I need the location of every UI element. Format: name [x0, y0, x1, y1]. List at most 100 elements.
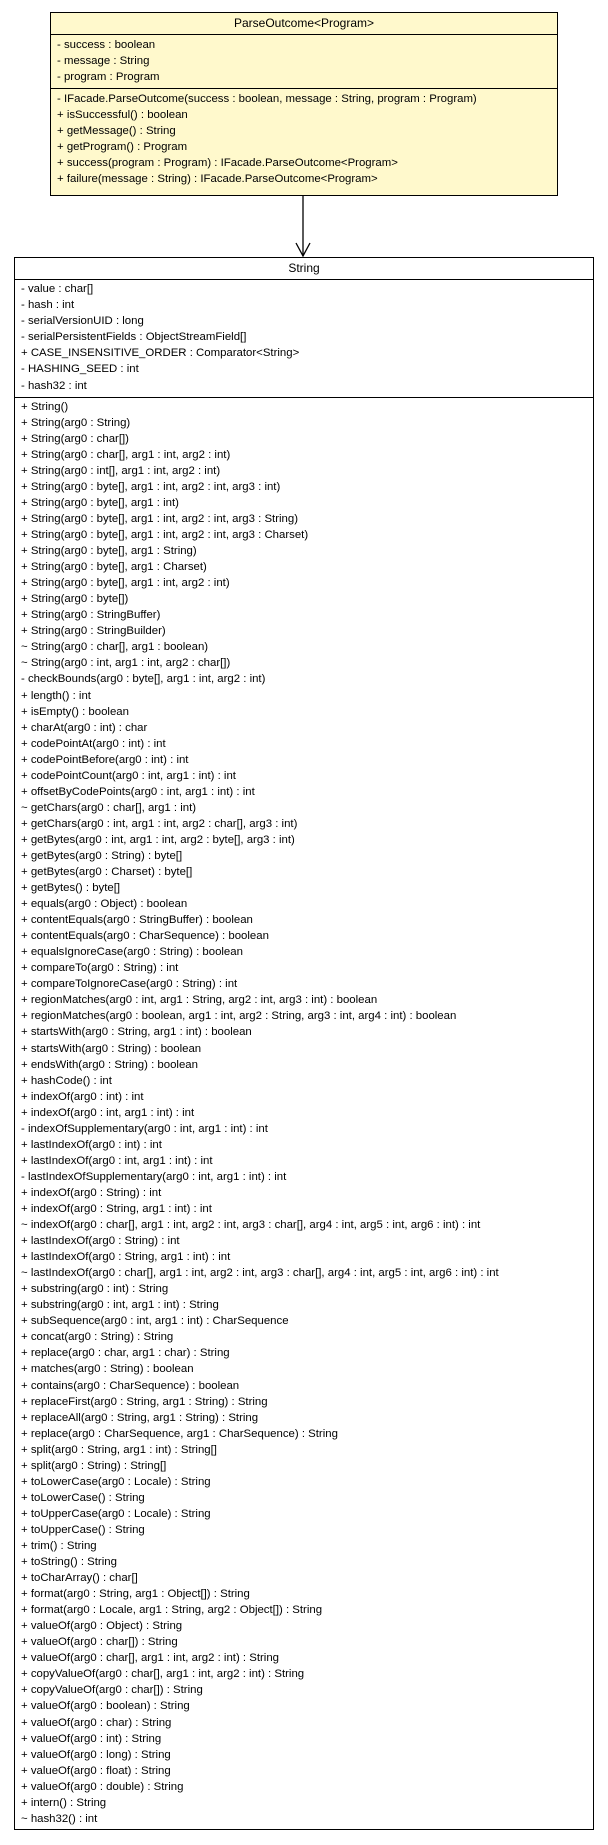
method-member: + String(arg0 : char[], arg1 : int, arg2…	[21, 448, 231, 461]
fields-compartment: - success : boolean- message : String- p…	[51, 35, 557, 89]
method-member: + compareTo(arg0 : String) : int	[21, 962, 179, 975]
method-member: + lastIndexOf(arg0 : int) : int	[21, 1138, 162, 1151]
field-member: - serialPersistentFields : ObjectStreamF…	[21, 331, 247, 344]
method-member: + valueOf(arg0 : long) : String	[21, 1748, 171, 1761]
method-member: ~ getChars(arg0 : char[], arg1 : int)	[21, 801, 197, 814]
method-member: + String(arg0 : char[])	[21, 432, 129, 445]
method-member: + String(arg0 : byte[], arg1 : int, arg2…	[21, 512, 298, 525]
method-member: + valueOf(arg0 : float) : String	[21, 1764, 171, 1777]
method-member: + String(arg0 : byte[], arg1 : String)	[21, 545, 197, 558]
method-member: + copyValueOf(arg0 : char[], arg1 : int,…	[21, 1668, 305, 1681]
method-member: + contentEquals(arg0 : CharSequence) : b…	[21, 930, 269, 943]
method-member: + indexOf(arg0 : String, arg1 : int) : i…	[21, 1203, 212, 1215]
method-member: + format(arg0 : String, arg1 : Object[])…	[21, 1588, 250, 1601]
method-member: - IFacade.ParseOutcome(success : boolean…	[57, 93, 477, 105]
method-member: + success(program : Program) : IFacade.P…	[57, 157, 398, 169]
method-member: + codePointAt(arg0 : int) : int	[21, 737, 166, 750]
method-member: + length() : int	[21, 689, 91, 702]
field-member: - hash : int	[21, 299, 75, 312]
method-member: - checkBounds(arg0 : byte[], arg1 : int,…	[21, 673, 266, 686]
method-member: + startsWith(arg0 : String) : boolean	[21, 1042, 202, 1055]
method-member: + charAt(arg0 : int) : char	[21, 721, 148, 734]
field-member: + CASE_INSENSITIVE_ORDER : Comparator<St…	[21, 347, 300, 360]
method-member: + intern() : String	[21, 1796, 107, 1809]
method-member: + String(arg0 : byte[], arg1 : int)	[21, 496, 179, 509]
field-member: - value : char[]	[21, 283, 94, 295]
method-member: + regionMatches(arg0 : boolean, arg1 : i…	[21, 1010, 457, 1023]
method-member: + String(arg0 : StringBuilder)	[21, 625, 166, 638]
method-member: + contentEquals(arg0 : StringBuffer) : b…	[21, 914, 253, 927]
method-member: + substring(arg0 : int, arg1 : int) : St…	[21, 1299, 219, 1312]
method-member: + getProgram() : Program	[57, 141, 188, 153]
method-member: + indexOf(arg0 : int, arg1 : int) : int	[21, 1106, 195, 1119]
method-member: + indexOf(arg0 : String) : int	[21, 1186, 162, 1199]
method-member: + failure(message : String) : IFacade.Pa…	[57, 173, 378, 185]
method-member: + codePointCount(arg0 : int, arg1 : int)…	[21, 769, 236, 782]
method-member: + valueOf(arg0 : boolean) : String	[21, 1700, 190, 1713]
method-member: + indexOf(arg0 : int) : int	[21, 1090, 144, 1103]
method-member: + valueOf(arg0 : int) : String	[21, 1732, 162, 1745]
method-member: + toUpperCase() : String	[21, 1523, 145, 1536]
method-member: ~ String(arg0 : int, arg1 : int, arg2 : …	[21, 657, 231, 670]
field-member: - hash32 : int	[21, 379, 87, 392]
methods-compartment: - IFacade.ParseOutcome(success : boolean…	[51, 89, 557, 190]
method-member: + valueOf(arg0 : char) : String	[21, 1716, 172, 1729]
method-member: ~ String(arg0 : char[], arg1 : boolean)	[21, 641, 209, 654]
method-member: + lastIndexOf(arg0 : String, arg1 : int)…	[21, 1251, 231, 1264]
method-member: + endsWith(arg0 : String) : boolean	[21, 1058, 198, 1071]
method-member: + String(arg0 : byte[], arg1 : int, arg2…	[21, 577, 230, 590]
method-member: + valueOf(arg0 : double) : String	[21, 1780, 184, 1793]
method-member: + replaceAll(arg0 : String, arg1 : Strin…	[21, 1411, 259, 1424]
method-member: - indexOfSupplementary(arg0 : int, arg1 …	[21, 1122, 268, 1135]
methods-compartment: + String() + String(arg0 : String) + Strin…	[15, 398, 593, 1830]
method-member: + isEmpty() : boolean	[21, 705, 129, 718]
method-member: + String(arg0 : String)	[21, 416, 131, 429]
field-member: - success : boolean	[57, 39, 156, 51]
method-member: + getBytes(arg0 : String) : byte[]	[21, 849, 183, 862]
method-member: + String(arg0 : byte[])	[21, 593, 129, 606]
method-member: + replace(arg0 : CharSequence, arg1 : Ch…	[21, 1427, 338, 1440]
method-member: ~ lastIndexOf(arg0 : char[], arg1 : int,…	[21, 1267, 499, 1280]
method-member: + toLowerCase(arg0 : Locale) : String	[21, 1475, 211, 1488]
method-member: + equals(arg0 : Object) : boolean	[21, 898, 188, 911]
method-member: + split(arg0 : String, arg1 : int) : Str…	[21, 1443, 217, 1456]
method-member: + String(arg0 : byte[], arg1 : int, arg2…	[21, 480, 281, 493]
method-member: + matches(arg0 : String) : boolean	[21, 1363, 194, 1376]
method-member: + regionMatches(arg0 : int, arg1 : Strin…	[21, 994, 378, 1007]
method-member: + lastIndexOf(arg0 : String) : int	[21, 1235, 180, 1248]
fields-compartment: - value : char[] - hash : int - serialVers…	[15, 280, 593, 398]
method-member: + hashCode() : int	[21, 1074, 112, 1087]
method-member: + String(arg0 : byte[], arg1 : int, arg2…	[21, 529, 309, 542]
method-member: + getChars(arg0 : int, arg1 : int, arg2 …	[21, 817, 298, 830]
method-member: + codePointBefore(arg0 : int) : int	[21, 753, 189, 766]
method-member: ~ hash32() : int	[21, 1812, 98, 1825]
method-member: + String(arg0 : StringBuffer)	[21, 609, 161, 622]
method-member: + String(arg0 : int[], arg1 : int, arg2 …	[21, 464, 221, 477]
method-member: + String()	[21, 400, 69, 413]
method-member: + getBytes(arg0 : Charset) : byte[]	[21, 866, 193, 879]
parse-outcome-class-box[interactable]: ParseOutcome<Program> - success : boolea…	[50, 12, 558, 196]
method-member: + valueOf(arg0 : Object) : String	[21, 1620, 183, 1633]
method-member: + lastIndexOf(arg0 : int, arg1 : int) : …	[21, 1154, 213, 1167]
method-member: + getBytes() : byte[]	[21, 882, 121, 895]
method-member: + concat(arg0 : String) : String	[21, 1331, 174, 1344]
association-arrow	[295, 196, 311, 258]
method-member: + subSequence(arg0 : int, arg1 : int) : …	[21, 1315, 289, 1328]
method-member: + isSuccessful() : boolean	[57, 109, 188, 121]
string-class-box[interactable]: String - value : char[]- hash : int- ser…	[14, 257, 594, 1830]
method-member: + valueOf(arg0 : char[], arg1 : int, arg…	[21, 1652, 279, 1665]
field-member: - serialVersionUID : long	[21, 315, 144, 328]
method-member: + getBytes(arg0 : int, arg1 : int, arg2 …	[21, 833, 295, 846]
method-member: + copyValueOf(arg0 : char[]) : String	[21, 1684, 203, 1697]
method-member: + compareToIgnoreCase(arg0 : String) : i…	[21, 978, 238, 991]
method-member: + replaceFirst(arg0 : String, arg1 : Str…	[21, 1395, 268, 1408]
field-member: - message : String	[57, 55, 150, 67]
class-title: ParseOutcome<Program>	[51, 13, 557, 35]
method-member: + String(arg0 : byte[], arg1 : Charset)	[21, 561, 207, 574]
method-member: + valueOf(arg0 : char[]) : String	[21, 1636, 178, 1649]
method-member: + contains(arg0 : CharSequence) : boolea…	[21, 1379, 240, 1392]
method-member: ~ indexOf(arg0 : char[], arg1 : int, arg…	[21, 1219, 481, 1232]
method-member: - lastIndexOfSupplementary(arg0 : int, a…	[21, 1170, 287, 1183]
method-member: + replace(arg0 : char, arg1 : char) : St…	[21, 1347, 230, 1360]
method-member: + offsetByCodePoints(arg0 : int, arg1 : …	[21, 785, 255, 798]
